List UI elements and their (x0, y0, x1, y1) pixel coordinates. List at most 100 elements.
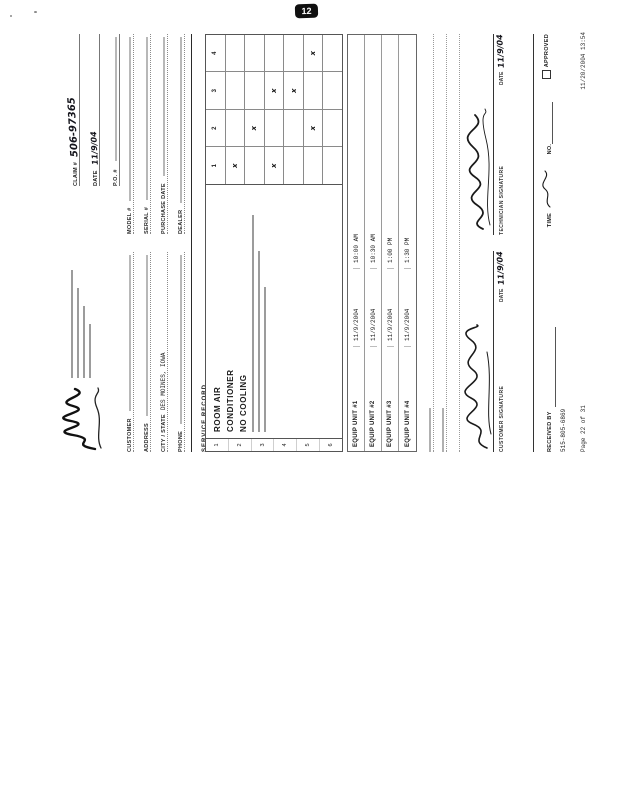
signature-line (493, 34, 494, 235)
illegible-entry-placeholder (146, 255, 148, 416)
customer-fields-column: CUSTOMER ADDRESS CITY / STATE DES MOINES… (119, 252, 187, 452)
customer-signature-date-handwritten: 11/9/04 (495, 250, 506, 285)
equipment-time: 10:30 AM (369, 191, 377, 269)
po-number-row: P.O. # (103, 34, 120, 186)
field-value: DES MOINES, IOWA (160, 352, 167, 411)
signature-date-label: DATE (499, 288, 505, 302)
claim-number-handwritten: 506-97365 (66, 96, 81, 158)
company-logo-scribble (62, 387, 102, 451)
signature-block: CUSTOMER SIGNATURE DATE 11/9/04 TECHNICI… (463, 34, 506, 452)
check-grid-header: 1 2 3 4 (206, 35, 225, 184)
number-line (545, 101, 553, 144)
field-dealer: DEALER (170, 34, 185, 234)
equipment-date: 11/9/2004 (404, 269, 411, 347)
claim-number-label: CLAIM # (73, 161, 79, 186)
signature-line (493, 251, 494, 452)
service-table: 1 2 3 4 5 6 ROOM AIR CONDITIONER NO COOL… (205, 34, 343, 452)
check-mark: x (250, 126, 259, 131)
check-grid-row: x x (302, 35, 323, 184)
form-footer: RECEIVED BY 515-805-6869 TIME NO. (533, 34, 567, 452)
received-by-block: RECEIVED BY 515-805-6869 (538, 326, 567, 452)
approved-field: APPROVED (542, 34, 551, 87)
letterhead-address-lines (67, 258, 113, 378)
form-fields: CUSTOMER ADDRESS CITY / STATE DES MOINES… (119, 34, 187, 452)
time-entry-scribble (542, 170, 551, 208)
check-mark: x (230, 163, 239, 169)
service-claim-form: CLAIM # 506-97365 DATE 11/9/04 P.O. # CU… (55, 28, 590, 458)
signature-meta: CUSTOMER SIGNATURE DATE 11/9/04 (495, 250, 506, 452)
check-grid-row: x (244, 35, 264, 184)
field-label: CUSTOMER (127, 418, 133, 452)
field-label: PHONE (178, 430, 184, 452)
illegible-entry-placeholder (115, 37, 117, 162)
number-field: NO. (545, 101, 553, 155)
time-field: TIME (541, 169, 553, 227)
address-line-placeholder (77, 288, 79, 378)
address-line-placeholder (89, 324, 91, 378)
check-mark: x (309, 126, 318, 131)
equipment-time: 1:30 PM (404, 191, 411, 269)
technician-signature-label: TECHNICIAN SIGNATURE (499, 165, 505, 235)
illegible-note-placeholder (252, 215, 254, 432)
claim-info-block: CLAIM # 506-97365 DATE 11/9/04 P.O. # (63, 34, 123, 186)
illegible-entry-placeholder (163, 37, 165, 177)
service-notes: ROOM AIR CONDITIONER NO COOLING (206, 185, 342, 438)
field-address: ADDRESS (136, 252, 151, 452)
technician-signature-scribble (466, 108, 491, 230)
equipment-label: EQUIP UNIT #1 (353, 400, 359, 447)
field-serial: SERIAL # (136, 34, 151, 234)
grid-col-header: 4 (206, 35, 225, 73)
check-mark: x (289, 88, 298, 94)
signature-date-label: DATE (499, 71, 505, 85)
number-label: NO. (547, 143, 553, 155)
address-line-placeholder (71, 270, 73, 378)
blank-line (447, 34, 460, 452)
field-phone: PHONE (170, 252, 185, 452)
illegible-entry-placeholder (429, 408, 431, 452)
time-label: TIME (547, 212, 553, 228)
received-by-label: RECEIVED BY (547, 411, 553, 452)
field-customer: CUSTOMER (119, 252, 134, 452)
check-mark: x (270, 163, 279, 169)
signature-meta: TECHNICIAN SIGNATURE DATE 11/9/04 (495, 34, 506, 235)
footer-right-block: TIME NO. APPROVED (538, 34, 567, 237)
service-note-line: NO COOLING (239, 374, 248, 432)
equipment-label: EQUIP UNIT #4 (404, 400, 411, 447)
illegible-entry-placeholder (146, 37, 148, 200)
check-grid-row: x (224, 35, 245, 184)
claim-number-row: CLAIM # 506-97365 (63, 34, 81, 186)
row-number: 6 (319, 439, 342, 451)
illegible-note-placeholder (258, 251, 260, 432)
row-number: 2 (227, 439, 251, 451)
equipment-label: EQUIP UNIT #2 (370, 400, 376, 447)
customer-signature-label: CUSTOMER SIGNATURE (499, 385, 505, 452)
product-fields-column: MODEL # SERIAL # PURCHASE DATE DEALER (119, 34, 187, 234)
fax-datetime: 11/20/2004 13:54 (580, 32, 587, 90)
field-label: ADDRESS (144, 423, 150, 452)
row-number: 5 (296, 439, 320, 451)
field-label: DEALER (178, 209, 184, 234)
check-grid-row (322, 35, 343, 184)
row-number-column: 1 2 3 4 5 6 (206, 438, 342, 451)
approved-label: APPROVED (544, 34, 550, 68)
illegible-entry-placeholder (442, 408, 444, 452)
field-purchase-date: PURCHASE DATE (153, 34, 168, 234)
service-note-line: CONDITIONER (226, 369, 235, 432)
equipment-row: EQUIP UNIT #4 11/9/2004 1:30 PM (399, 35, 416, 451)
scan-speck (34, 11, 37, 13)
fax-footer-line: Page 22 of 31 11/20/2004 13:54 (580, 32, 587, 452)
check-mark: x (309, 51, 318, 56)
blank-line (421, 34, 434, 452)
equipment-table: EQUIP UNIT #1 11/9/2004 10:00 AM EQUIP U… (347, 34, 417, 452)
equipment-date: 11/9/2004 (352, 269, 360, 347)
claim-date-label: DATE (93, 170, 99, 186)
field-model: MODEL # (119, 34, 134, 234)
check-grid: 1 2 3 4 x x (206, 35, 343, 185)
claim-date-handwritten: 11/9/04 (89, 131, 100, 166)
equipment-date: 11/9/2004 (386, 269, 394, 347)
illegible-entry-placeholder (180, 37, 182, 203)
field-label: MODEL # (127, 207, 133, 234)
technician-signature-slot: TECHNICIAN SIGNATURE DATE 11/9/04 (463, 34, 506, 235)
fax-page-indicator: Page 22 of 31 (580, 405, 587, 452)
illegible-note-placeholder (264, 287, 266, 432)
